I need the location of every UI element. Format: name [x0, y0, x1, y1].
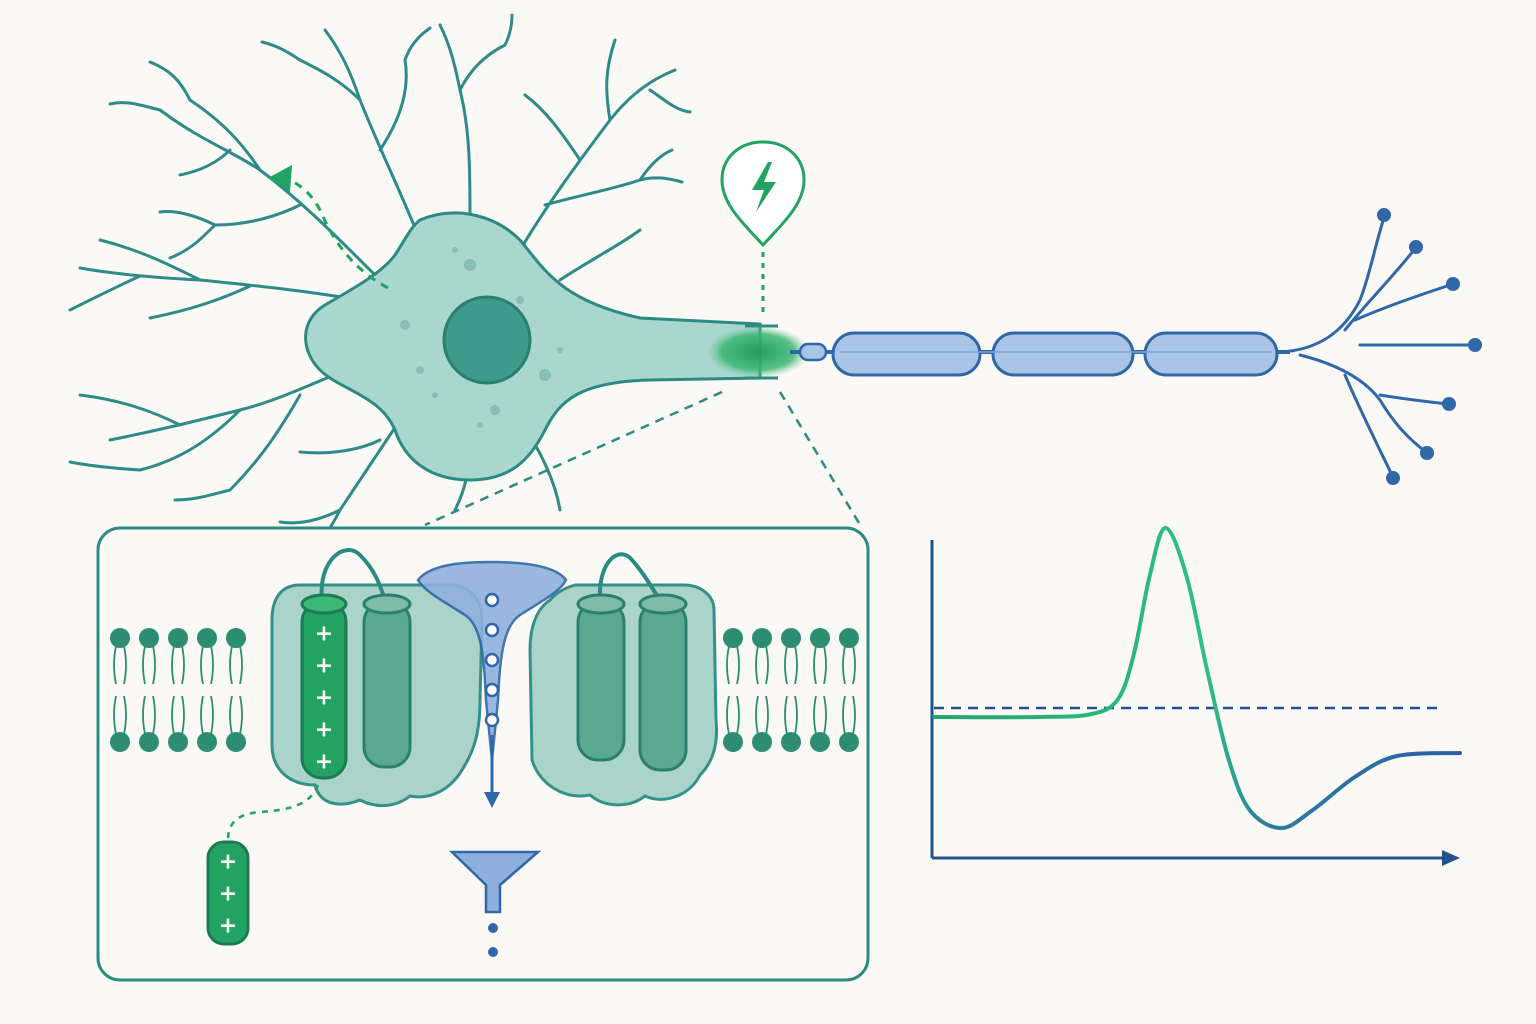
- nucleus: [442, 295, 532, 385]
- lipid-tail: [842, 695, 856, 735]
- lipid-tail: [755, 695, 769, 735]
- ion-stream: [484, 592, 500, 728]
- lipid-tail: [755, 645, 769, 685]
- lipid-head: [139, 732, 159, 752]
- funnel-icon: [448, 850, 542, 914]
- lipid-tail: [200, 645, 214, 685]
- lipid-head: [197, 628, 217, 648]
- lipid-head: [752, 732, 772, 752]
- lipid-tail: [142, 695, 156, 735]
- lipid-head: [226, 628, 246, 648]
- arrowhead: [268, 165, 292, 192]
- transmembrane-helix: [576, 593, 626, 762]
- myelin-segment: [1143, 331, 1279, 377]
- axon-terminals: [1278, 216, 1474, 477]
- ion-drops: [488, 923, 498, 957]
- positive-charge: +: [315, 654, 333, 679]
- lipid-head: [723, 732, 743, 752]
- lipid-tail: [784, 645, 798, 685]
- down-arrow-icon: [484, 792, 500, 808]
- axon-initial-segment: [706, 324, 810, 380]
- lipid-tail: [113, 645, 127, 685]
- lipid-tail: [813, 695, 827, 735]
- lipid-head: [168, 628, 188, 648]
- action-potential-plot: [930, 525, 1462, 866]
- myelin-segment: [991, 331, 1135, 377]
- lipid-head: [110, 628, 130, 648]
- voltage-sensor-helix: + + + + +: [300, 593, 348, 780]
- myelin-segment: [831, 331, 982, 377]
- lipid-bilayer: [110, 628, 859, 752]
- curved-arrow-icon: [281, 176, 389, 290]
- positive-charge: +: [315, 686, 333, 711]
- positive-charge: +: [315, 750, 333, 775]
- lightning-pin-icon: [720, 140, 806, 318]
- positive-charge: +: [315, 622, 333, 647]
- lipid-tail: [200, 695, 214, 735]
- lipid-head: [839, 628, 859, 648]
- neuron-soma: [304, 211, 762, 482]
- lipid-head: [139, 628, 159, 648]
- detached-voltage-sensor: + + +: [206, 840, 250, 946]
- lipid-head: [226, 732, 246, 752]
- node-of-ranvier: [798, 342, 828, 362]
- x-axis-arrowhead: [1442, 850, 1460, 866]
- lipid-tail: [784, 695, 798, 735]
- lipid-tail: [142, 645, 156, 685]
- lipid-head: [723, 628, 743, 648]
- transmembrane-helix: [638, 593, 688, 772]
- sensor-link: [226, 784, 320, 841]
- zoom-callout-lines: [424, 390, 864, 529]
- lipid-head: [168, 732, 188, 752]
- lipid-head: [752, 628, 772, 648]
- myelinated-axon: [790, 331, 1290, 377]
- synaptic-bouton: [1377, 208, 1482, 485]
- lipid-head: [839, 732, 859, 752]
- dendrite-tree: [68, 13, 692, 557]
- positive-charge: +: [219, 882, 237, 907]
- lipid-tail: [813, 645, 827, 685]
- lipid-head: [810, 732, 830, 752]
- positive-charge: +: [219, 850, 237, 875]
- lipid-tail: [113, 695, 127, 735]
- lipid-head: [781, 732, 801, 752]
- transmembrane-helix: [362, 593, 412, 769]
- lipid-tail: [171, 645, 185, 685]
- lipid-tail: [229, 645, 243, 685]
- positive-charge: +: [315, 718, 333, 743]
- positive-charge: +: [219, 914, 237, 939]
- channel-protein: + + + + +: [270, 548, 719, 808]
- membrane-potential-curve: [932, 525, 1462, 831]
- lipid-tail: [171, 695, 185, 735]
- lipid-tail: [726, 645, 740, 685]
- lipid-tail: [842, 645, 856, 685]
- lipid-tail: [229, 695, 243, 735]
- lipid-head: [110, 732, 130, 752]
- lipid-head: [810, 628, 830, 648]
- lipid-tail: [726, 695, 740, 735]
- lipid-head: [781, 628, 801, 648]
- ion-channel-inset: + + + + + + + +: [96, 526, 870, 982]
- lipid-head: [197, 732, 217, 752]
